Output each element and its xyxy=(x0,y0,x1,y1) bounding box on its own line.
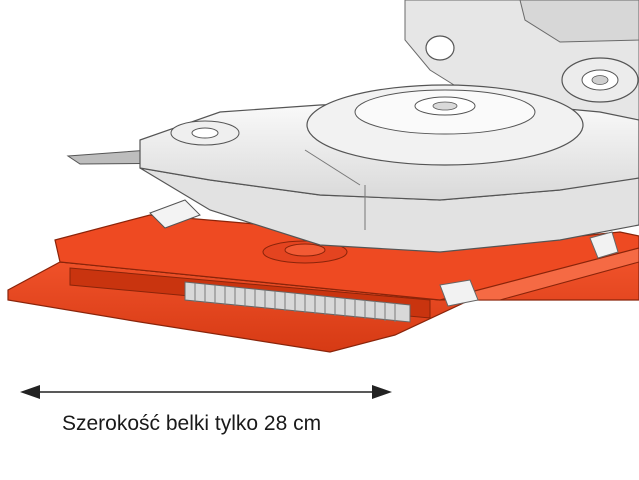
width-caption: Szerokość belki tylko 28 cm xyxy=(62,412,322,435)
cutter-bar xyxy=(7,214,639,353)
mowing-disc xyxy=(139,84,639,253)
gear-wheel xyxy=(184,281,411,323)
dimension-arrow xyxy=(20,385,392,399)
